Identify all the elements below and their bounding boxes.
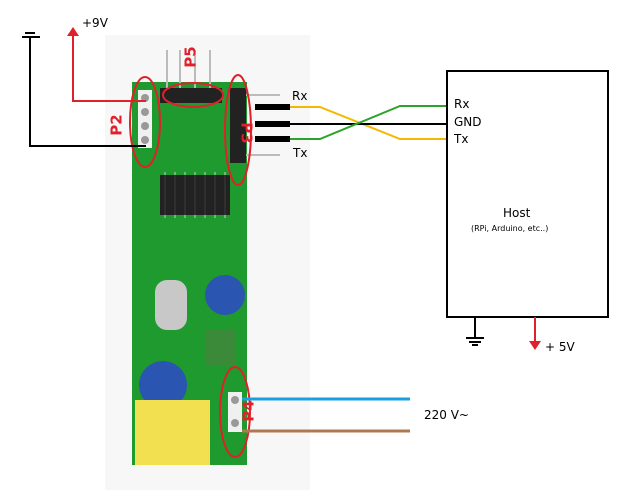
highlight-circles [129, 74, 252, 458]
board-rx-label: Rx [292, 89, 308, 103]
host-pin-tx: Tx [454, 132, 469, 146]
p5-header [166, 50, 211, 95]
arrow-up-icon [67, 27, 79, 36]
host-pin-rx: Rx [454, 97, 470, 111]
host-title: Host [503, 206, 531, 220]
board-tx-label: Tx [293, 146, 308, 160]
pcb-board [132, 82, 247, 465]
host-ground-icon [466, 317, 484, 346]
p3-header [230, 88, 246, 163]
x-capacitor [135, 400, 210, 465]
vcc-label: + 5V [545, 340, 575, 354]
p3-label: P3 [237, 122, 256, 144]
p2-label: P2 [107, 114, 126, 136]
host-box [446, 70, 609, 318]
mains-label: 220 V~ [424, 408, 469, 422]
vin-wire [67, 27, 146, 102]
vcc-arrow [529, 317, 541, 350]
p4-label: P4 [239, 400, 258, 422]
serial-wires [255, 104, 447, 142]
p5-label: P5 [181, 46, 200, 68]
host-pin-gnd: GND [454, 115, 482, 129]
gnd-wire-left [22, 32, 146, 147]
vin-label: +9V [82, 16, 108, 30]
host-subtitle: (RPi, Arduino, etc..) [471, 224, 549, 233]
